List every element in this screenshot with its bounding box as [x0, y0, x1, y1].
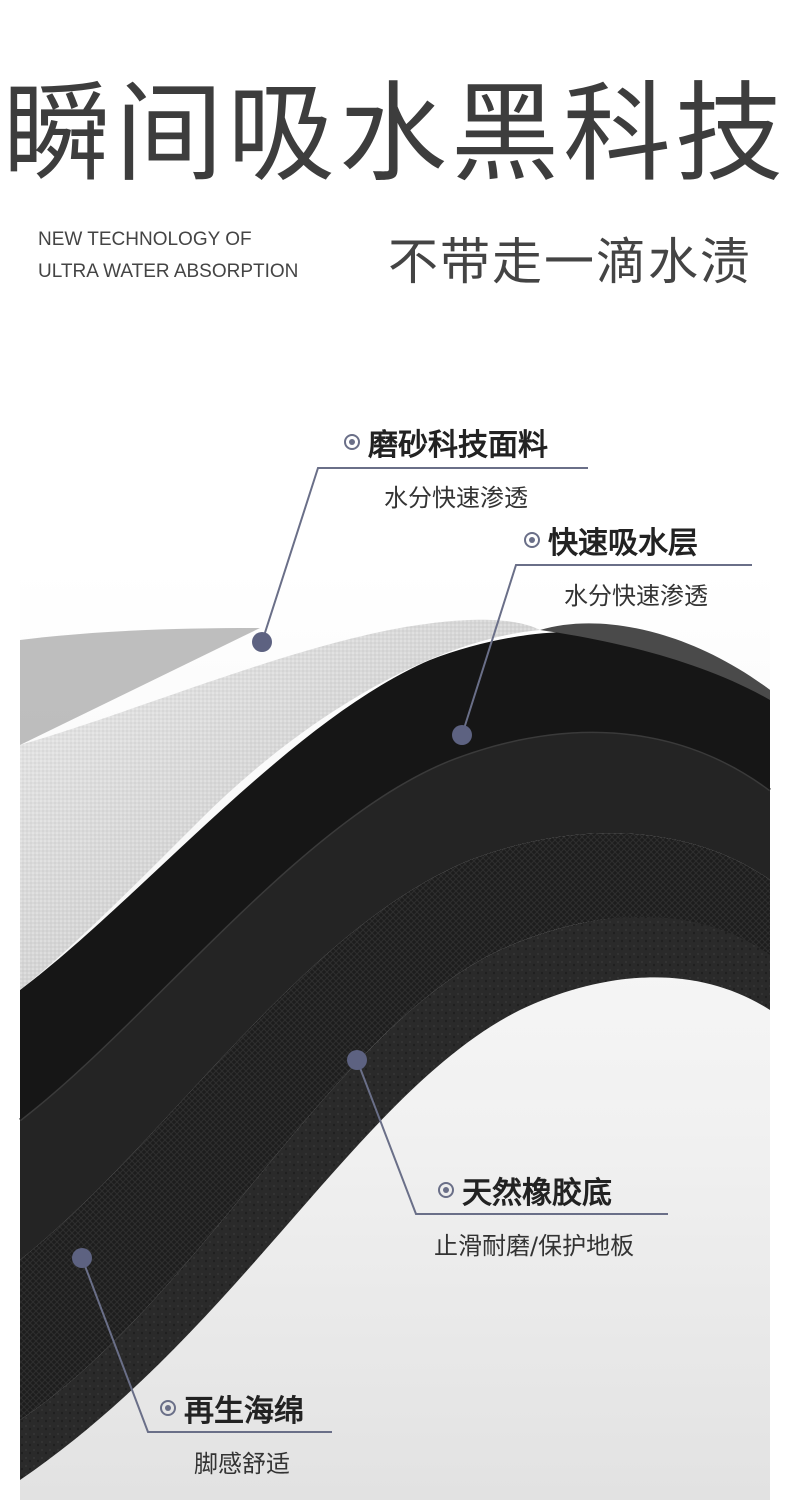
layer-name: 磨砂科技面料: [368, 428, 548, 463]
page-subtitle: 不带走一滴水渍: [388, 233, 752, 291]
layer-name: 快速吸水层: [548, 526, 698, 561]
target-icon: [524, 532, 540, 548]
page-title: 瞬间吸水黑科技: [2, 72, 787, 197]
layer-name: 再生海绵: [184, 1394, 304, 1429]
sponge-layer: [20, 916, 770, 1480]
absorption-layer: [20, 631, 770, 1120]
layer-name: 天然橡胶底: [462, 1176, 612, 1211]
callout-dot-absorption: [452, 725, 472, 745]
layer-desc: 水分快速渗透: [564, 582, 708, 610]
target-icon: [344, 434, 360, 450]
callout-rubber: 天然橡胶底 止滑耐磨/保护地板: [434, 1168, 634, 1261]
callout-dot-fabric: [252, 632, 272, 652]
callout-dot-rubber: [347, 1050, 367, 1070]
callout-sponge: 再生海绵 脚感舒适: [160, 1386, 304, 1479]
target-icon: [160, 1400, 176, 1416]
english-tagline: NEW TECHNOLOGY OF ULTRA WATER ABSORPTION: [38, 224, 298, 288]
callout-dot-sponge: [72, 1248, 92, 1268]
english-tagline-line1: NEW TECHNOLOGY OF: [38, 229, 252, 250]
layer-desc: 脚感舒适: [194, 1450, 290, 1478]
layer-desc: 水分快速渗透: [384, 484, 528, 512]
foam-layer: [20, 731, 770, 1260]
layer-desc: 止滑耐磨/保护地板: [434, 1232, 635, 1260]
target-icon: [438, 1182, 454, 1198]
english-tagline-line2: ULTRA WATER ABSORPTION: [38, 261, 299, 282]
rubber-base-layer: [20, 833, 770, 1420]
callout-absorption: 快速吸水层 水分快速渗透: [524, 518, 708, 611]
callout-fabric: 磨砂科技面料 水分快速渗透: [344, 420, 548, 513]
